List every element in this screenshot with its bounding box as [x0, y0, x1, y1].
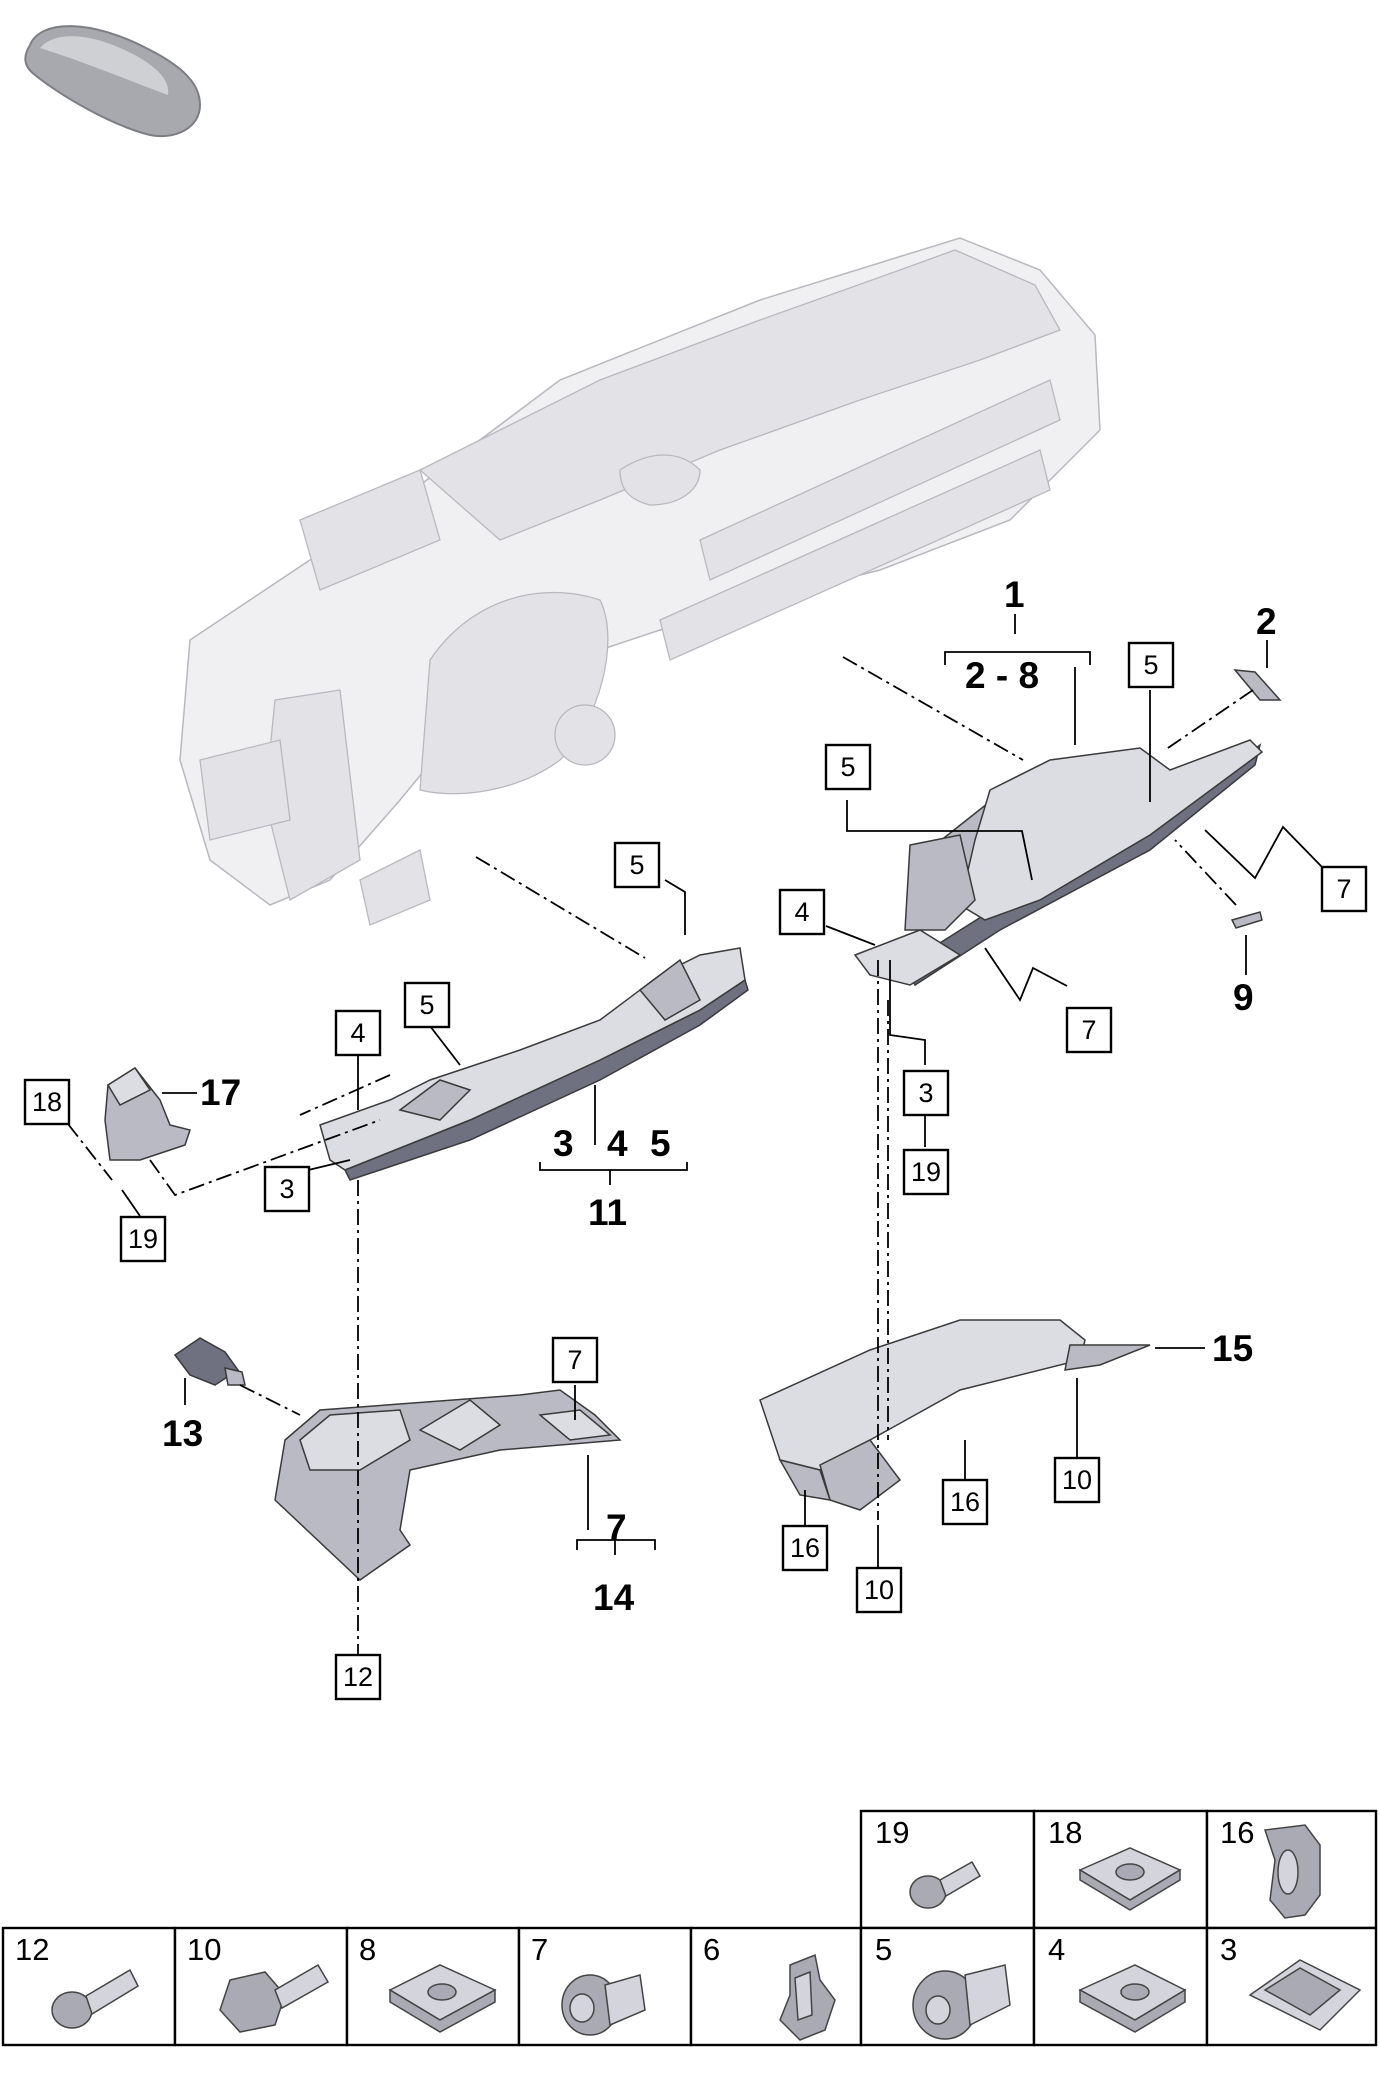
clip-6-icon [779, 1953, 836, 2041]
callout-5: 5 [419, 990, 434, 1020]
clip-nut-18-icon [1078, 1847, 1182, 1911]
screw-12-icon [51, 1968, 139, 2029]
callout-5: 5 [629, 850, 644, 880]
cell-number: 6 [703, 1932, 720, 1967]
knee-trim-panel [319, 947, 749, 1181]
vehicle-thumbnail [24, 25, 202, 138]
label-7: 7 [606, 1507, 627, 1548]
callout-16: 16 [790, 1533, 820, 1563]
label-3: 3 [553, 1123, 574, 1164]
callout-7: 7 [1081, 1015, 1096, 1045]
cell-number: 16 [1220, 1815, 1254, 1850]
cell-number: 10 [187, 1932, 221, 1967]
bolt-10-icon [219, 1963, 330, 2033]
clip-3-icon [1248, 1959, 1362, 2031]
part-17-bracket [104, 1066, 191, 1161]
cell-number: 4 [1048, 1932, 1065, 1967]
hardware-cell [689, 1926, 863, 2047]
hardware-cell [1, 1926, 177, 2047]
lower-panel [759, 1319, 1151, 1511]
callout-18: 18 [32, 1087, 62, 1117]
cell-number: 12 [15, 1932, 49, 1967]
nut-5-icon [912, 1964, 1011, 2040]
hardware-table: 19 18 16 12 10 8 7 6 5 4 3 [1, 1809, 1378, 2047]
label-14: 14 [593, 1577, 635, 1618]
nut-7-icon [561, 1974, 646, 2036]
label-13: 13 [162, 1413, 203, 1454]
callout-7: 7 [1336, 874, 1351, 904]
callout-19: 19 [911, 1157, 941, 1187]
callout-boxes: 5 5 5 5 4 4 7 7 7 3 3 19 19 18 12 10 10 [23, 641, 1368, 1701]
cell-number: 18 [1048, 1815, 1082, 1850]
label-11: 11 [588, 1192, 627, 1233]
part-13-connector [173, 1337, 246, 1386]
assembly-labels: 1 2 - 8 2 9 3 4 5 11 17 13 7 14 15 [162, 574, 1277, 1618]
cell-number: 19 [875, 1815, 909, 1850]
callout-3: 3 [279, 1174, 294, 1204]
callout-10: 10 [864, 1575, 894, 1605]
callout-4: 4 [794, 897, 809, 927]
label-2: 2 [1256, 601, 1277, 642]
label-2-8: 2 - 8 [965, 655, 1039, 696]
cell-number: 3 [1220, 1932, 1237, 1967]
callout-16: 16 [950, 1487, 980, 1517]
part-2-strip [1233, 669, 1282, 701]
dashboard-assembly [179, 237, 1101, 926]
label-5: 5 [650, 1123, 671, 1164]
label-15: 15 [1212, 1328, 1253, 1369]
callout-7: 7 [567, 1345, 582, 1375]
clip-nut-8-icon [388, 1964, 497, 2033]
cell-number: 7 [531, 1932, 548, 1967]
callout-10: 10 [1062, 1465, 1092, 1495]
callout-3: 3 [918, 1078, 933, 1108]
callout-4: 4 [350, 1018, 365, 1048]
callout-5: 5 [840, 752, 855, 782]
support-bracket [274, 1389, 622, 1581]
cell-number: 5 [875, 1932, 892, 1967]
leader-lines [67, 614, 1323, 1655]
label-17: 17 [200, 1072, 241, 1113]
part-9-piece [1230, 911, 1263, 929]
callout-19: 19 [128, 1224, 158, 1254]
clip-nut-4-icon [1078, 1964, 1187, 2033]
callout-12: 12 [343, 1662, 373, 1692]
label-9: 9 [1233, 977, 1254, 1018]
glove-box-assembly [853, 739, 1264, 987]
screw-19-icon [909, 1860, 982, 1909]
label-1: 1 [1004, 574, 1025, 615]
cell-number: 8 [359, 1932, 376, 1967]
clip-16-icon [1263, 1824, 1321, 1919]
callout-5: 5 [1143, 650, 1158, 680]
label-4: 4 [607, 1123, 628, 1164]
